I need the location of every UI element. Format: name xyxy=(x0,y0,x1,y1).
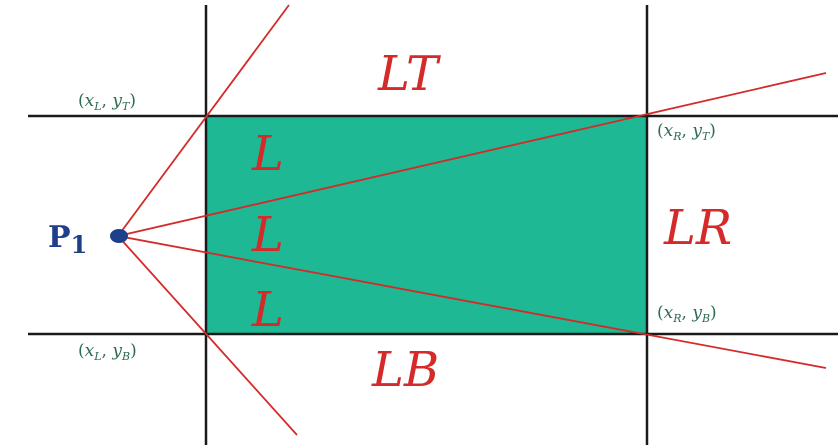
corner-open: ( xyxy=(657,121,664,141)
corner-x: x xyxy=(85,91,95,111)
corner-open: ( xyxy=(78,341,85,361)
ray-to-bottom-right-corner xyxy=(117,235,827,369)
corner-label-bottom-right: (xR, yB) xyxy=(657,303,717,325)
corner-x-sub: L xyxy=(93,100,101,113)
corner-sep: , xyxy=(102,341,113,361)
corner-y-sub: B xyxy=(701,312,710,325)
corner-x-sub: L xyxy=(93,350,101,363)
region-label-left-middle: L xyxy=(251,207,284,263)
corner-open: ( xyxy=(657,303,664,323)
region-label-left-bottom: L xyxy=(251,282,284,338)
corner-x-sub: R xyxy=(672,312,681,325)
corner-close: ) xyxy=(710,303,717,323)
corner-y-sub: T xyxy=(702,130,711,143)
corner-y: y xyxy=(691,303,702,323)
corner-close: ) xyxy=(709,121,716,141)
corner-open: ( xyxy=(78,91,85,111)
clip-window xyxy=(206,116,647,334)
corner-x: x xyxy=(664,121,674,141)
corner-sep: , xyxy=(682,303,693,323)
point-p1-label: P1 xyxy=(48,220,87,259)
ray-to-bottom-left-corner xyxy=(117,235,298,436)
ray-to-top-left-corner xyxy=(117,4,290,237)
corner-label-bottom-left: (xL, yB) xyxy=(78,341,137,363)
region-label-right: LR xyxy=(663,200,732,256)
region-label-left-top: L xyxy=(251,126,284,182)
corner-sep: , xyxy=(102,91,113,111)
region-label-bottom: LB xyxy=(371,342,439,398)
corner-label-top-left: (xL, yT) xyxy=(78,91,136,113)
corner-y: y xyxy=(111,91,122,111)
corner-close: ) xyxy=(130,341,137,361)
point-p1-marker xyxy=(110,229,128,243)
corner-y-sub: B xyxy=(121,350,130,363)
corner-label-top-right: (xR, yT) xyxy=(657,121,716,143)
corner-y: y xyxy=(691,121,702,141)
point-letter: P xyxy=(48,220,71,255)
point-index: 1 xyxy=(71,230,88,259)
corner-y-sub: T xyxy=(122,100,131,113)
region-label-top: LT xyxy=(377,46,441,102)
corner-x: x xyxy=(664,303,674,323)
corner-x: x xyxy=(85,341,95,361)
ray-to-top-right-corner xyxy=(117,72,827,237)
corner-sep: , xyxy=(682,121,693,141)
corner-x-sub: R xyxy=(672,130,681,143)
corner-close: ) xyxy=(129,91,136,111)
corner-y: y xyxy=(111,341,122,361)
